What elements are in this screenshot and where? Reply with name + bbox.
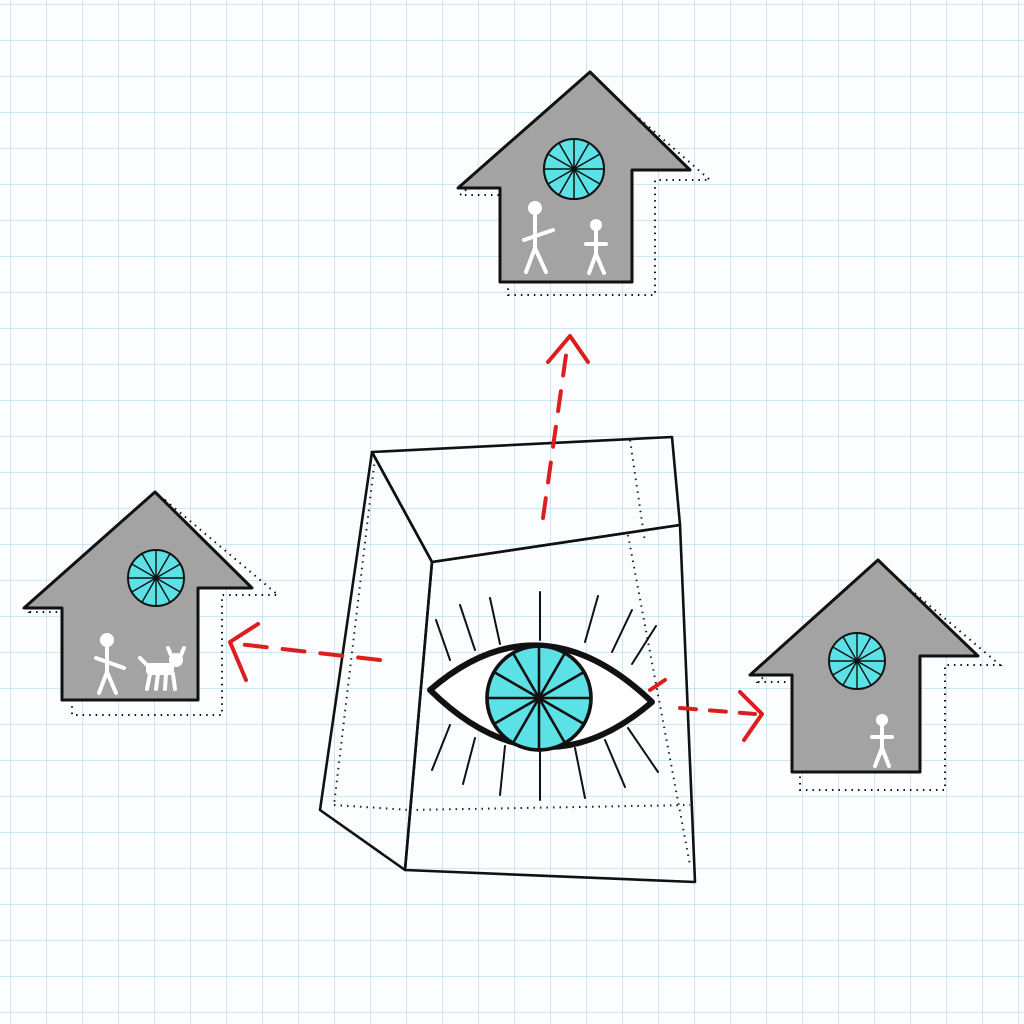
watch-box-hidden-edges: [333, 439, 691, 866]
house-top-person-1-icon: [522, 201, 555, 274]
house-top: [456, 70, 713, 296]
house-left-shadow: [27, 498, 281, 716]
watch-box-edges: [318, 435, 697, 884]
house-left-eye-window-icon: [127, 549, 185, 607]
house-top-person-2-icon: [584, 219, 608, 275]
watch-box: [318, 435, 697, 884]
eye-icon: [427, 591, 659, 801]
house-left: [22, 490, 281, 716]
house-right: [748, 558, 1003, 791]
house-right-eye-window-icon: [828, 632, 886, 690]
house-top-eye-window-icon: [542, 137, 606, 201]
house-right-shadow: [755, 566, 1003, 791]
eye-lashes: [431, 591, 659, 801]
house-left-person-icon: [94, 633, 126, 695]
arrow-to-top-house: [541, 334, 590, 520]
house-left-dog-icon: [138, 646, 186, 691]
eye-iris: [485, 644, 593, 752]
arrow-to-right-house: [648, 678, 764, 742]
house-right-person-icon: [870, 714, 894, 768]
arrow-to-left-house: [228, 622, 382, 682]
